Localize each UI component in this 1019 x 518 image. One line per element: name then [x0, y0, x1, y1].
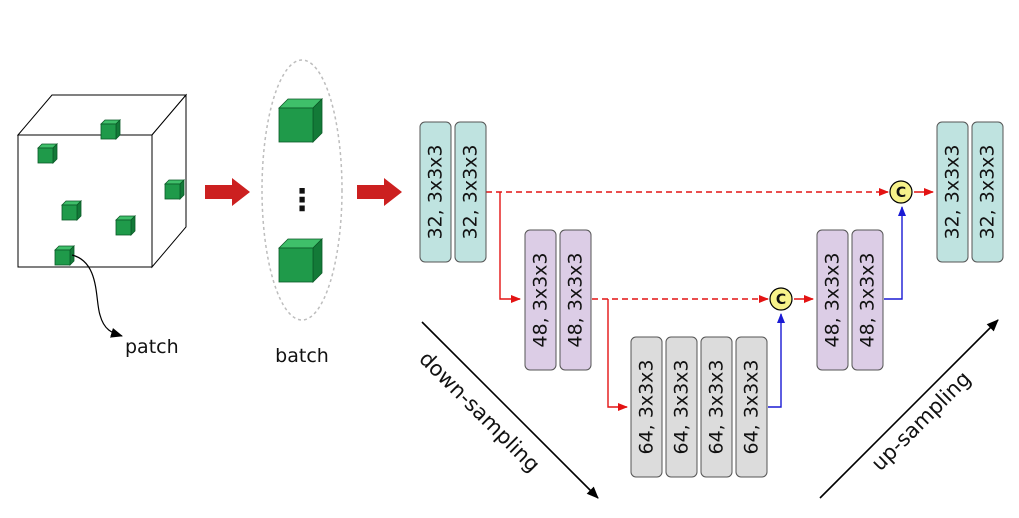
conv-block-label: 48, 3x3x3: [565, 252, 587, 347]
conv-block-label: 48, 3x3x3: [530, 252, 552, 347]
conv-block-enc2: 48, 3x3x3: [559, 229, 592, 371]
conv-block-label: 64, 3x3x3: [706, 359, 728, 454]
conv-block-dec1: 32, 3x3x3: [971, 121, 1004, 263]
conv-block-label: 32, 3x3x3: [942, 144, 964, 239]
conv-block-label: 32, 3x3x3: [425, 144, 447, 239]
conv-blocks: 32, 3x3x3 32, 3x3x3 48, 3x3x3 48, 3x3x3 64, …: [419, 121, 1004, 478]
conv-block-bottleneck: 64, 3x3x3: [700, 336, 733, 478]
volume-cube: [16, 93, 188, 269]
conv-block-dec2: 48, 3x3x3: [816, 229, 849, 371]
conv-block-enc1: 32, 3x3x3: [419, 121, 452, 263]
patch-cube: [115, 215, 136, 236]
batch-cube: [278, 98, 323, 143]
batch-cubes: [278, 98, 323, 283]
big-arrow-to-network: [357, 178, 402, 206]
conv-block-dec2: 48, 3x3x3: [851, 229, 884, 371]
conv-block-label: 32, 3x3x3: [460, 144, 482, 239]
patch-cube: [61, 200, 82, 221]
patch-cube: [164, 179, 185, 200]
down-sampling-arrow: [421, 321, 599, 499]
up-sampling-arrow: [819, 319, 999, 499]
up-sampling-label: up-sampling: [867, 367, 976, 476]
conv-block-bottleneck: 64, 3x3x3: [630, 336, 663, 478]
concat-node-level1: C: [889, 180, 913, 204]
conv-block-label: 48, 3x3x3: [857, 252, 879, 347]
batch-label: batch: [275, 345, 329, 367]
patch-cube: [54, 245, 75, 266]
conv-block-label: 32, 3x3x3: [977, 144, 999, 239]
connections: [486, 188, 934, 411]
patch-cubes: [37, 119, 185, 266]
conv-block-bottleneck: 64, 3x3x3: [665, 336, 698, 478]
batch-cube: [278, 238, 323, 283]
conv-block-enc1: 32, 3x3x3: [454, 121, 487, 263]
conv-block-label: 64, 3x3x3: [741, 359, 763, 454]
batch-ellipsis: ⋮: [287, 183, 317, 218]
concat-symbol: C: [896, 185, 906, 201]
patch-cube: [100, 119, 121, 140]
conv-block-label: 64, 3x3x3: [671, 359, 693, 454]
up-arrow-level2: [884, 206, 906, 300]
patch-cube: [37, 143, 58, 164]
patch-pointer-arrow: [71, 254, 123, 338]
concat-symbol: C: [776, 292, 786, 308]
conv-block-label: 64, 3x3x3: [636, 359, 658, 454]
down-arrow-level2: [607, 299, 628, 411]
down-arrow-level1: [499, 192, 521, 303]
big-arrow-to-batch: [205, 178, 250, 206]
batch-ellipse: [261, 59, 343, 321]
conv-block-enc2: 48, 3x3x3: [524, 229, 557, 371]
concat-node-level2: C: [769, 287, 793, 311]
patch-label: patch: [125, 336, 179, 358]
conv-block-dec1: 32, 3x3x3: [936, 121, 969, 263]
conv-block-bottleneck: 64, 3x3x3: [735, 336, 768, 478]
conv-block-label: 48, 3x3x3: [822, 252, 844, 347]
up-arrow-level3: [768, 313, 785, 408]
